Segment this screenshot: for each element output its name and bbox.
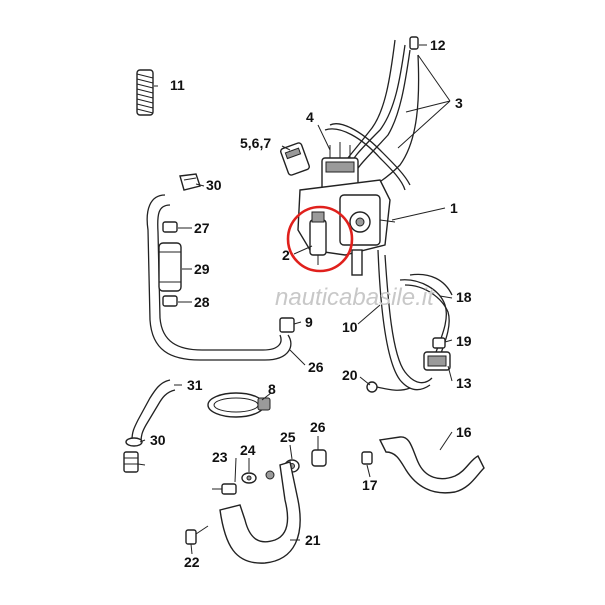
callout-18: 20 xyxy=(342,367,358,383)
callout-19: 21 xyxy=(305,532,321,548)
bracket-part-19 xyxy=(219,461,301,564)
connector-part-5-6-7 xyxy=(280,142,310,176)
washer-part-29 xyxy=(125,437,143,447)
fuel-hose-part-25 xyxy=(146,194,292,361)
fitting-part-9 xyxy=(279,317,295,333)
watermark-text: nauticabasile.it xyxy=(275,284,435,311)
callout-22: 24 xyxy=(240,442,256,458)
callout-9: 9 xyxy=(305,314,313,330)
callout-26-bottom: 28 xyxy=(194,294,210,310)
callout-28: 30 xyxy=(206,177,222,193)
screw-part-21 xyxy=(212,483,237,495)
fitting-part-31 xyxy=(123,451,139,473)
callout-29: 30 xyxy=(150,432,166,448)
callout-4: 4 xyxy=(306,109,314,125)
callout-23: 25 xyxy=(280,429,296,445)
callout-11: 11 xyxy=(170,77,185,93)
callout-25: 26 xyxy=(308,359,324,375)
callout-30: 31 xyxy=(187,377,203,393)
fitting-part-12 xyxy=(409,36,419,50)
callout-27: 29 xyxy=(194,261,210,277)
wire-bundle-part-16 xyxy=(377,249,453,391)
grommet-part-24 xyxy=(311,449,327,467)
hose-clamp-part-8 xyxy=(207,392,271,418)
fitting-part-26-bottom xyxy=(162,295,178,307)
callout-8: 8 xyxy=(268,381,276,397)
callout-14: 16 xyxy=(456,424,472,440)
callout-21: 23 xyxy=(212,449,228,465)
callout-5-6-7: 5,6,7 xyxy=(240,135,271,151)
wire-harness-part-3 xyxy=(324,39,420,191)
callout-10: 10 xyxy=(342,319,358,335)
callout-16: 18 xyxy=(456,289,472,305)
washer-part-22 xyxy=(241,472,257,484)
elbow-hose-part-30 xyxy=(131,379,176,443)
callout-2: 2 xyxy=(282,247,290,263)
callout-13: 13 xyxy=(456,375,472,391)
sensor-part-2 xyxy=(309,211,327,265)
callout-17: 19 xyxy=(456,333,472,349)
clamp-part-13 xyxy=(423,351,451,371)
clip-part-28 xyxy=(179,173,201,191)
callout-24: 26 xyxy=(310,419,326,435)
spring-part-11 xyxy=(136,69,154,116)
callout-26-top: 27 xyxy=(194,220,210,236)
screw-part-20 xyxy=(185,525,209,545)
highlight-circle xyxy=(286,205,354,273)
filter-part-27 xyxy=(158,242,182,292)
leader-lines xyxy=(137,44,453,555)
callout-20: 22 xyxy=(184,554,200,570)
clamp-bracket-part-14 xyxy=(378,436,485,494)
callout-3: 3 xyxy=(455,95,463,111)
fitting-part-26-top xyxy=(162,221,178,233)
grommet-part-17 xyxy=(432,337,446,349)
callout-15: 17 xyxy=(362,477,378,493)
callout-12: 12 xyxy=(430,37,446,53)
screw-part-15 xyxy=(361,451,373,465)
callout-1: 1 xyxy=(450,200,458,216)
